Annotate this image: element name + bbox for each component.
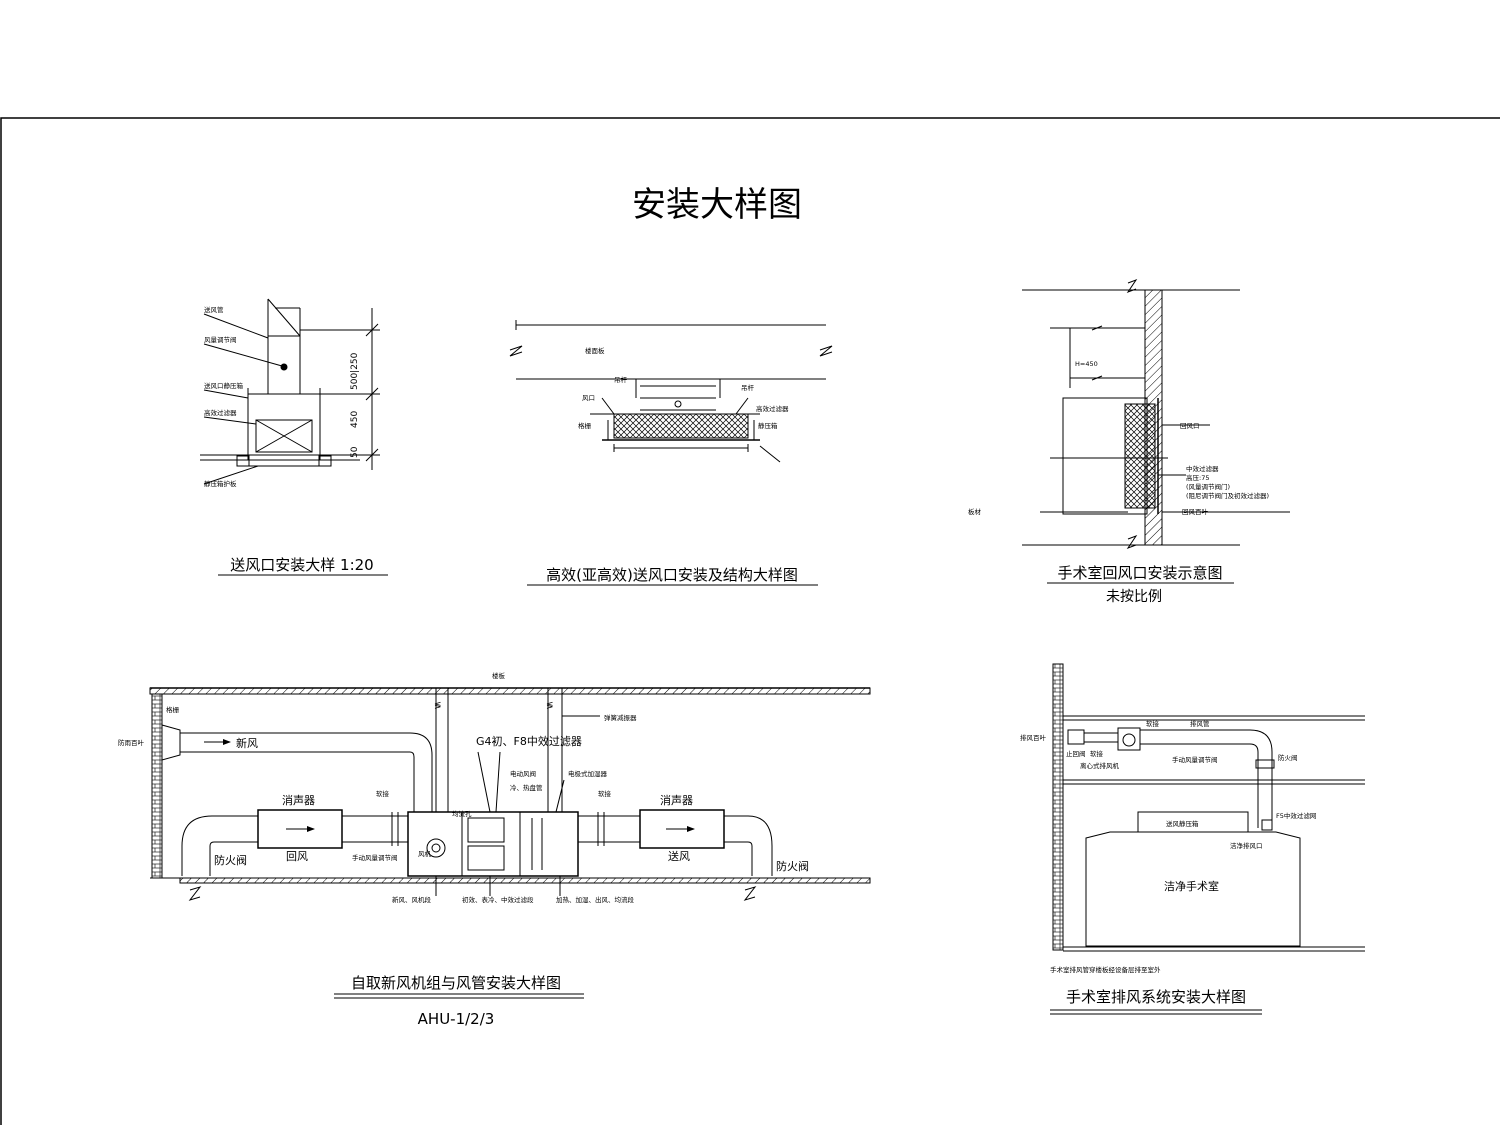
label-exhaust-fan: 离心式排风机 <box>1080 761 1120 770</box>
label-sheet: 板材 <box>968 507 982 516</box>
svg-text:≶: ≶ <box>546 701 554 711</box>
dim-50: 50 <box>350 446 360 458</box>
label-supply-air: 送风 <box>668 849 690 863</box>
label-soft-right: 软接 <box>598 789 612 798</box>
label-manual-damper-ex: 手动风量调节阀 <box>1172 755 1218 764</box>
label-grille: 格栅 <box>578 421 592 430</box>
svg-text:均流孔: 均流孔 <box>452 809 472 818</box>
subcaption-d4: AHU-1/2/3 <box>418 1010 495 1028</box>
label-or-room: 洁净手术室 <box>1164 879 1219 893</box>
label-firedamper-left: 防火阀 <box>214 853 247 867</box>
diagram-return-outlet: H=450 回风口 中效过滤器 高压:75 (风量调节阀门) (阻尼调节阀门及初… <box>968 278 1290 605</box>
caption-d4: 自取新风机组与风管安装大样图 <box>351 974 561 992</box>
svg-text:格栅: 格栅 <box>166 705 180 714</box>
label-exhaust-duct: 排风管 <box>1190 719 1210 728</box>
caption-d5: 手术室排风系统安装大样图 <box>1066 988 1246 1006</box>
label-seg2: 初效、表冷、中效过滤段 <box>462 895 534 904</box>
sheet-title: 安装大样图 <box>632 185 802 225</box>
label-return-port: 回风口 <box>1180 422 1200 430</box>
caption-d1: 送风口安装大样 1:20 <box>230 556 373 574</box>
label-hepa: 高效过滤器 <box>204 408 237 417</box>
svg-text:≶: ≶ <box>434 701 442 711</box>
damper-symbol <box>280 363 288 371</box>
exhaust-fan-symbol <box>1122 733 1136 747</box>
label-supply-duct: 送风管 <box>204 305 224 314</box>
fan-symbol <box>426 838 446 858</box>
label-soft-left: 软接 <box>376 789 390 798</box>
note-exhaust: 手术室排风管穿楼板经设备层排至室外 <box>1050 965 1161 974</box>
label-plenum-box: 静压箱 <box>758 421 778 430</box>
label-plenum: 送风口静压箱 <box>204 381 244 390</box>
caption-d3: 手术室回风口安装示意图 <box>1057 564 1222 582</box>
label-outlet: 风口 <box>582 394 595 402</box>
label-valve: 电动风阀 <box>510 769 536 778</box>
return-filter <box>1124 403 1156 509</box>
label-filter-notes-4: (阻尼调节阀门及初效过滤器) <box>1186 491 1269 500</box>
label-spring: 弹簧减振器 <box>604 713 637 722</box>
label-filter-notes-1: 中效过滤器 <box>1186 464 1219 473</box>
subcaption-d3: 未按比例 <box>1106 589 1162 605</box>
label-clean-outlet: 洁净排风口 <box>1230 841 1263 850</box>
label-rod-left: 吊杆 <box>614 375 628 384</box>
label-rod-right: 吊杆 <box>741 383 755 392</box>
label-g4f8: G4初、F8中效过滤器 <box>476 734 582 748</box>
label-supply-plenum: 送风静压箱 <box>1166 819 1199 828</box>
label-soft-b: 软接 <box>1146 719 1160 728</box>
label-seg1: 新风、风机段 <box>392 895 432 904</box>
dim-500-250: 500|250 <box>350 352 360 390</box>
label-hepa-filter: 高效过滤器 <box>756 404 789 413</box>
label-damper-bottom: 回风百叶 <box>1182 507 1209 516</box>
label-slab: 楼面板 <box>585 346 605 355</box>
label-f5: F5中效过滤网 <box>1276 811 1316 820</box>
diagram-supply-outlet: 500|250 450 50 送风管 风量调节阀 送风口静压箱 高效过滤器 静压… <box>200 298 388 576</box>
label-muffler-left: 消声器 <box>282 793 315 807</box>
svg-text:H=450: H=450 <box>1075 360 1098 368</box>
label-coil: 冷、热盘管 <box>510 783 543 792</box>
label-seg3: 加热、加湿、出风、均流段 <box>556 895 635 904</box>
label-filter-notes-2: 高压:75 <box>1186 473 1209 482</box>
ahu-wall <box>151 693 163 879</box>
label-manual-damper: 手动风量调节阀 <box>352 853 398 862</box>
sheet-frame <box>0 117 1500 1125</box>
diagram-hepa-outlet: 楼面板 吊杆 吊杆 风口 格栅 高效过滤器 静压箱 高效(亚高效)送风口安装及结… <box>509 320 833 586</box>
label-ahu-slab: 楼板 <box>492 671 506 680</box>
label-damper: 风量调节阀 <box>204 335 237 344</box>
dim-450: 450 <box>350 411 360 428</box>
label-return-air: 回风 <box>286 850 308 863</box>
label-firedamper-right: 防火阀 <box>776 859 809 873</box>
label-humidifier: 电极式加湿器 <box>568 769 608 778</box>
label-soft-a: 软接 <box>1090 749 1104 758</box>
label-fire-damper-ex: 防火阀 <box>1278 753 1298 762</box>
label-fresh-louver: 防雨百叶 <box>118 738 145 747</box>
label-filter-notes-3: (风量调节阀门) <box>1186 482 1230 491</box>
label-fan: 风机 <box>418 849 432 858</box>
hepa-filter <box>613 413 749 439</box>
caption-d2: 高效(亚高效)送风口安装及结构大样图 <box>546 566 798 584</box>
label-check-valve: 止回阀 <box>1066 749 1086 758</box>
label-fresh-air: 新风 <box>236 736 258 750</box>
label-guard: 静压箱护板 <box>204 479 237 488</box>
diagram-ahu: 楼板 防雨百叶 格栅 新风 ≶ ≶ 弹簧减振器 均流孔 G4初、F8中效过滤器 <box>118 671 871 1028</box>
label-muffler-right: 消声器 <box>660 793 693 807</box>
label-exhaust-louver: 排风百叶 <box>1020 733 1047 742</box>
diagram-exhaust-system: 排风百叶 止回阀 软接 软接 离心式排风机 排风管 手动风量调节阀 防火阀 F5… <box>1020 663 1365 1015</box>
exhaust-wall <box>1052 663 1064 951</box>
